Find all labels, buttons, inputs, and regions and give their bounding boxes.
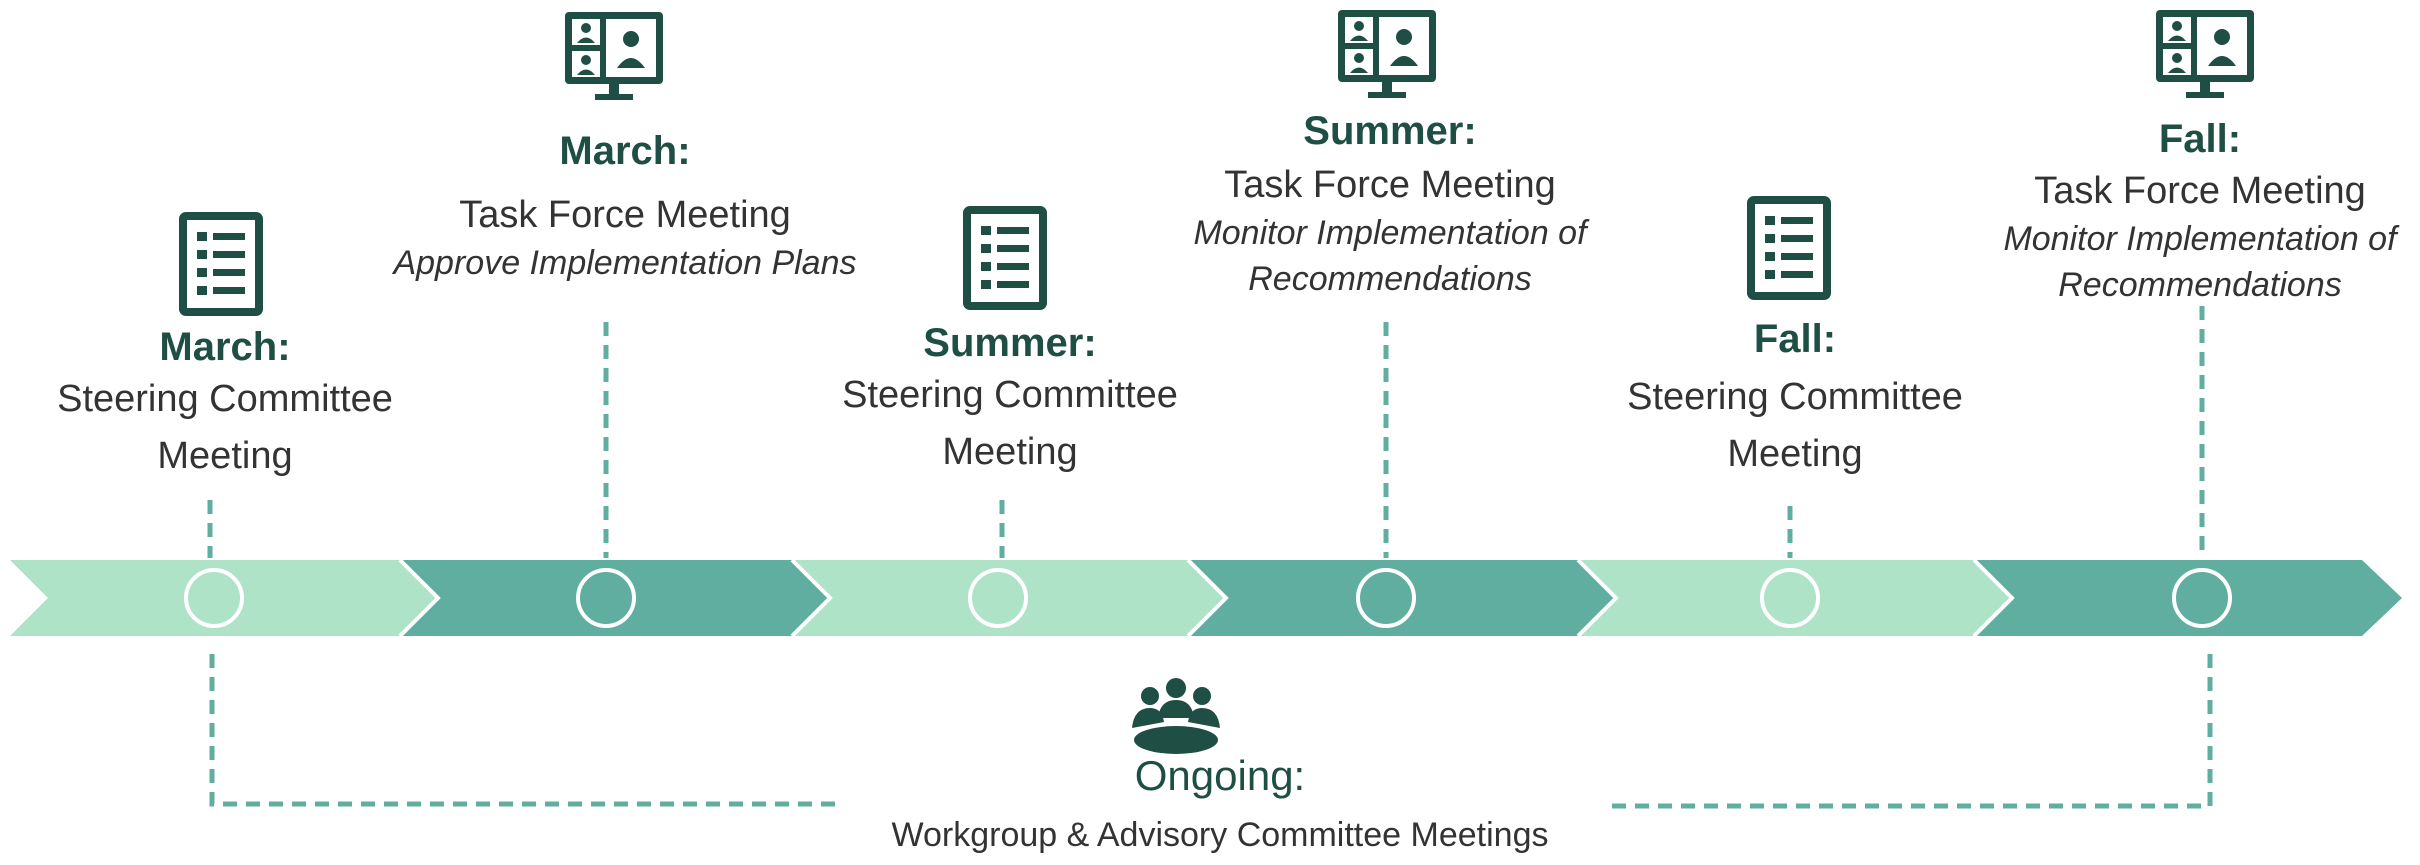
event-4-label: Summer: Task Force Meeting Monitor Imple… (1145, 104, 1635, 303)
event-name: Steering Committee (1627, 376, 1963, 418)
event-season: Fall: (2158, 117, 2242, 161)
event-1-label: March: Steering Committee Meeting (20, 320, 430, 483)
milestone-circle-6 (2172, 568, 2232, 628)
event-season: Fall: (1753, 317, 1837, 361)
checklist-icon (179, 212, 263, 316)
event-note-line2: Recommendations (1248, 260, 1532, 299)
event-name: Steering Committee (842, 374, 1178, 416)
event-name: Steering Committee (57, 378, 393, 420)
event-3-label: Summer: Steering Committee Meeting (805, 316, 1215, 479)
event-note-line2: Recommendations (2058, 266, 2342, 305)
event-name-line2: Meeting (1727, 433, 1863, 476)
connector-ongoing-right (1604, 654, 2213, 809)
chevron-band (10, 558, 2402, 638)
milestone-markers (184, 568, 2232, 628)
people-group-icon (1132, 678, 1220, 754)
event-name: Task Force Meeting (1224, 164, 1556, 206)
milestone-circle-5 (1760, 568, 1820, 628)
checklist-icon (1747, 196, 1831, 300)
event-name-line2: Meeting (157, 435, 293, 478)
video-conference-icon (2156, 10, 2254, 98)
event-name: Task Force Meeting (2034, 170, 2366, 212)
event-name: Task Force Meeting (459, 194, 791, 236)
milestone-circle-3 (968, 568, 1028, 628)
milestone-circle-2 (576, 568, 636, 628)
event-2-label: March: Task Force Meeting Approve Implem… (360, 124, 890, 287)
event-note: Monitor Implementation of (2003, 220, 2397, 259)
event-season: Summer: (1303, 109, 1477, 153)
chevron-segment-2 (400, 560, 830, 636)
event-name-line2: Meeting (942, 431, 1078, 474)
ongoing-label: Ongoing: Workgroup & Advisory Committee … (850, 748, 1590, 859)
ongoing-name: Workgroup & Advisory Committee Meetings (891, 815, 1549, 854)
chevron-segment-5 (1578, 560, 2012, 636)
event-season: Summer: (923, 321, 1097, 365)
event-season: March: (159, 325, 291, 369)
event-season: March: (559, 129, 691, 173)
milestone-circle-4 (1356, 568, 1416, 628)
connector-ongoing-left (209, 654, 838, 807)
event-6-label: Fall: Task Force Meeting Monitor Impleme… (1955, 112, 2420, 309)
chevron-segment-3 (792, 560, 1226, 636)
chevron-segment-1 (10, 560, 438, 636)
checklist-icon (963, 206, 1047, 310)
connectors (207, 306, 2213, 809)
video-conference-icon (1338, 10, 1436, 98)
event-5-label: Fall: Steering Committee Meeting (1590, 312, 2000, 481)
event-note: Monitor Implementation of (1193, 214, 1587, 253)
chevron-segment-4 (1188, 560, 1616, 636)
milestone-circle-1 (184, 568, 244, 628)
ongoing-title: Ongoing: (1134, 752, 1306, 799)
chevron-segment-6 (1974, 560, 2402, 636)
event-note: Approve Implementation Plans (393, 244, 857, 283)
video-conference-icon (565, 12, 663, 100)
